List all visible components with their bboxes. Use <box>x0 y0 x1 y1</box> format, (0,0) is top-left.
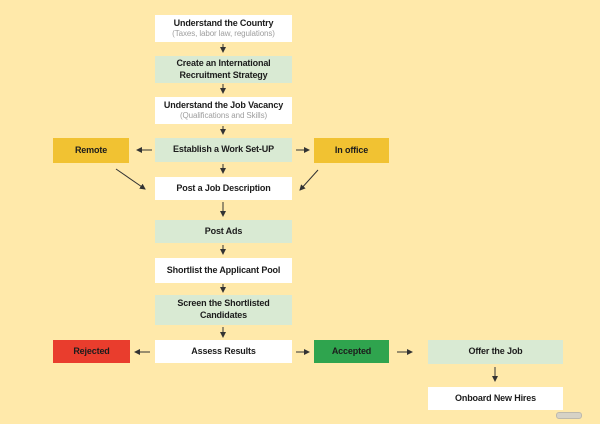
node-label: Post Ads <box>204 225 243 236</box>
horizontal-scrollbar-thumb[interactable] <box>556 412 582 419</box>
node-sublabel: (Qualifications and Skills) <box>179 111 268 121</box>
node-offer: Offer the Job <box>428 340 563 364</box>
node-in-office: In office <box>314 138 389 163</box>
node-understand-vacancy: Understand the Job Vacancy (Qualificatio… <box>155 97 292 124</box>
node-label: Create an International Recruitment Stra… <box>176 57 271 80</box>
node-label: Offer the Job <box>468 346 523 357</box>
node-rejected: Rejected <box>53 340 130 363</box>
node-label: Shortlist the Applicant Pool <box>166 264 281 275</box>
node-label: Screen the Shortlisted Candidates <box>177 298 270 320</box>
node-post-description: Post a Job Description <box>155 177 292 200</box>
node-understand-country: Understand the Country (Taxes, labor law… <box>155 15 292 42</box>
node-label: Post a Job Description <box>176 182 271 193</box>
node-assess: Assess Results <box>155 340 292 363</box>
node-remote: Remote <box>53 138 129 163</box>
node-post-ads: Post Ads <box>155 220 292 243</box>
node-label: Rejected <box>73 345 110 356</box>
node-screen: Screen the Shortlisted Candidates <box>155 295 292 325</box>
node-label: In office <box>334 144 369 155</box>
node-label: Assess Results <box>191 345 256 356</box>
node-label: Onboard New Hires <box>455 392 536 403</box>
node-label: Understand the Job Vacancy <box>163 99 284 110</box>
node-label: Remote <box>74 144 108 155</box>
node-label: Accepted <box>331 345 372 356</box>
node-onboard: Onboard New Hires <box>428 387 563 410</box>
node-label: Understand the Country <box>173 17 274 28</box>
node-accepted: Accepted <box>314 340 389 363</box>
node-shortlist: Shortlist the Applicant Pool <box>155 258 292 283</box>
node-sublabel: (Taxes, labor law, regulations) <box>172 29 275 39</box>
node-create-strategy: Create an International Recruitment Stra… <box>155 56 292 83</box>
node-establish-setup: Establish a Work Set-UP <box>155 138 292 162</box>
node-label: Establish a Work Set-UP <box>173 144 274 155</box>
